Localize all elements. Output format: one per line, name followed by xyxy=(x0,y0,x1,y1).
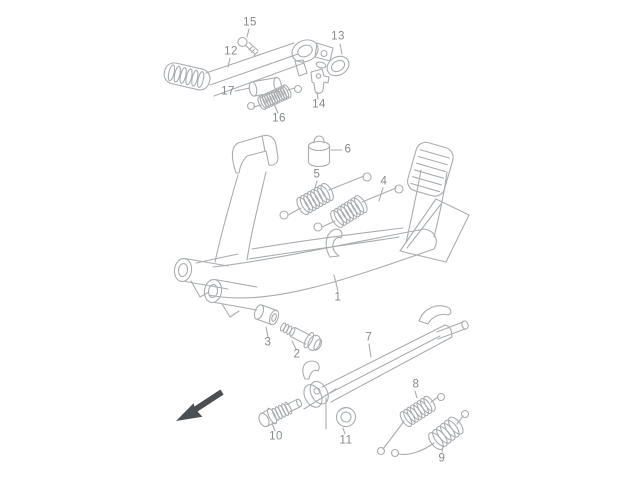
part-label-5: 5 xyxy=(313,168,321,181)
part-label-7: 7 xyxy=(365,331,373,344)
part-14-joint xyxy=(310,61,330,94)
front-direction-arrow xyxy=(176,389,224,421)
part-13-oring xyxy=(326,55,350,77)
part-label-6: 6 xyxy=(344,143,352,156)
part-5-spring xyxy=(279,172,372,220)
part-15-screw xyxy=(237,36,259,57)
part-label-3: 3 xyxy=(264,336,272,349)
part-6-cushion xyxy=(307,135,331,168)
part-label-11: 11 xyxy=(339,434,353,447)
part-label-8: 8 xyxy=(412,378,420,391)
part-label-17: 17 xyxy=(221,85,235,98)
part-label-10: 10 xyxy=(269,430,283,443)
part-17-pin xyxy=(248,76,282,97)
part-label-13: 13 xyxy=(331,30,345,43)
part-label-4: 4 xyxy=(380,175,388,188)
part-label-1: 1 xyxy=(334,291,342,304)
part-9-spring xyxy=(390,409,470,458)
part-12-brake-pedal xyxy=(163,39,334,97)
part-label-12: 12 xyxy=(224,45,238,58)
diagram-linework xyxy=(163,28,470,458)
part-4-spring xyxy=(313,184,404,232)
part-2-bolt xyxy=(279,322,323,351)
part-label-9: 9 xyxy=(438,452,446,465)
part-label-15: 15 xyxy=(243,16,257,29)
part-7-side-stand xyxy=(302,305,469,430)
part-label-2: 2 xyxy=(293,348,301,361)
callout-leader-lines xyxy=(227,28,444,453)
part-1-center-stand xyxy=(173,134,470,318)
part-11-nut xyxy=(335,406,357,428)
part-label-16: 16 xyxy=(272,112,286,125)
part-10-pivot-bolt xyxy=(258,398,303,428)
part-8-spring xyxy=(376,392,446,456)
part-3-collar xyxy=(253,304,280,326)
part-label-14: 14 xyxy=(312,98,326,111)
